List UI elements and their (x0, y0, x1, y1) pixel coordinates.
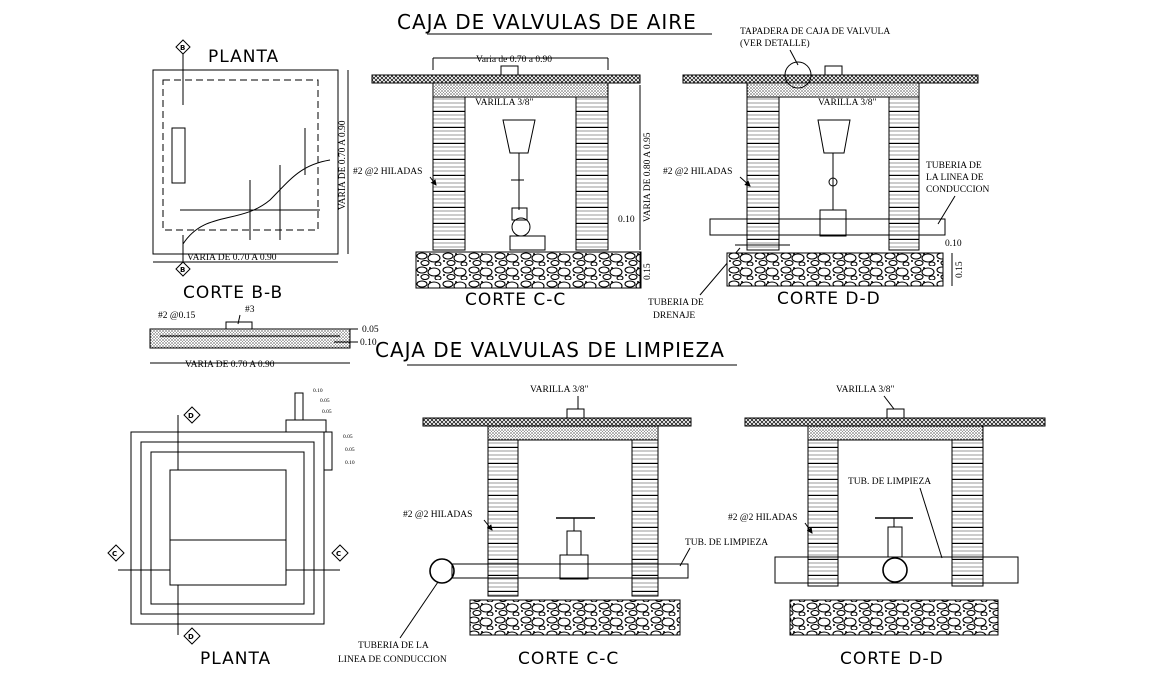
air-cc-drain2: DRENAJE (653, 311, 695, 321)
section-mark-b-bottom: B (175, 261, 191, 277)
cleaning-section-dd: VARILLA 3/8" #2 @2 HILADAS TUB. DE LIMPI… (728, 385, 1046, 669)
plan-dim-3: 0.05 (322, 409, 332, 415)
svg-text:D: D (188, 412, 194, 420)
clean-cc-conduction2: LINEA DE CONDUCCION (338, 655, 447, 665)
air-dd-pipe: TUBERIA DE (926, 161, 982, 171)
air-cc-dim-height: VARIA DE 0.80 A 0.95 (643, 132, 653, 222)
air-dd-rod: VARILLA 3/8" (818, 98, 876, 108)
corte-bb-bar-size: #3 (245, 305, 255, 315)
corte-bb-dim-top: 0.05 (362, 325, 379, 335)
air-cc-dim-015: 0.15 (643, 263, 653, 280)
air-dd-pipe2: LA LINEA DE (926, 173, 984, 183)
clean-dd-courses: #2 @2 HILADAS (728, 513, 797, 523)
plan-dim-5: 0.05 (345, 447, 355, 453)
plan-dim-6: 0.10 (345, 460, 355, 466)
air-cc-courses: #2 @2 HILADAS (353, 167, 422, 177)
air-plan-view: B B PLANTA VARIA DE 0.70 A 0.90 VARIA DE… (152, 39, 349, 277)
air-cc-drain: TUBERIA DE (648, 298, 704, 308)
clean-cc-conduction: TUBERIA DE LA (358, 641, 429, 651)
section-mark-c-left: C (107, 544, 125, 562)
corte-bb-bars: #2 @0.15 (158, 311, 195, 321)
air-dd-courses: #2 @2 HILADAS (663, 167, 732, 177)
clean-dd-rod: VARILLA 3/8" (836, 385, 894, 395)
corte-bb-slab: #2 @0.15 #3 0.05 0.10 VARIA DE 0.70 A 0.… (149, 305, 379, 370)
air-dd-lid2: (VER DETALLE) (740, 38, 810, 49)
air-cc-rod: VARILLA 3/8" (475, 98, 533, 108)
air-dd-dim-015: 0.15 (955, 261, 965, 278)
cleaning-section-cc: VARILLA 3/8" #2 @2 HILADAS TUB. DE LIMPI… (338, 385, 768, 669)
section-mark-d-bottom: D (183, 627, 201, 645)
air-section-cc: Varia de 0.70 a 0.90 VARILLA 3/8" #2 @2 … (353, 55, 741, 321)
air-section-dd: TAPADERA DE CAJA DE VALVULA (VER DETALLE… (663, 27, 989, 309)
clean-dd-label: CORTE D-D (840, 649, 944, 669)
air-dd-pipe3: CONDUCCION (926, 185, 989, 195)
air-cc-dim-top: Varia de 0.70 a 0.90 (476, 55, 552, 65)
clean-cc-rod: VARILLA 3/8" (530, 385, 588, 395)
air-plan-dim-right: VARIA DE 0.70 A 0.90 (338, 120, 348, 210)
air-plan-title: PLANTA (208, 47, 279, 67)
air-dd-dim-010: 0.10 (945, 239, 962, 249)
plan-dim-1: 0.10 (313, 388, 323, 394)
title-air: CAJA DE VALVULAS DE AIRE (397, 10, 697, 34)
air-dd-label: CORTE D-D (777, 289, 881, 309)
cleaning-plan-view: D D C C 0.10 0.05 0.05 0.05 0.05 0.10 PL… (107, 388, 355, 669)
air-plan-dim-bottom: VARIA DE 0.70 A 0.90 (187, 253, 277, 263)
corte-bb-dim-bot: 0.10 (360, 338, 377, 348)
svg-text:B: B (180, 44, 185, 52)
title-cleaning: CAJA DE VALVULAS DE LIMPIEZA (375, 338, 725, 362)
cleaning-plan-title: PLANTA (200, 649, 271, 669)
air-cc-label: CORTE C-C (465, 290, 566, 310)
clean-dd-pipe: TUB. DE LIMPIEZA (848, 477, 931, 487)
clean-cc-pipe: TUB. DE LIMPIEZA (685, 538, 768, 548)
plan-dim-4: 0.05 (343, 434, 353, 440)
air-cc-dim-010: 0.10 (618, 215, 635, 225)
plan-dim-2: 0.05 (320, 398, 330, 404)
section-mark-b-top: B (175, 39, 191, 55)
corte-bb-title: CORTE B-B (183, 283, 283, 303)
svg-text:D: D (188, 633, 194, 641)
svg-text:C: C (336, 550, 341, 558)
section-mark-c-right: C (331, 544, 349, 562)
corte-bb-dim-width: VARIA DE 0.70 A 0.90 (185, 360, 275, 370)
section-mark-d-top: D (183, 406, 201, 424)
clean-cc-courses: #2 @2 HILADAS (403, 510, 472, 520)
svg-text:C: C (112, 550, 117, 558)
air-dd-lid: TAPADERA DE CAJA DE VALVULA (740, 27, 890, 37)
clean-cc-label: CORTE C-C (518, 649, 619, 669)
svg-text:B: B (180, 266, 185, 274)
